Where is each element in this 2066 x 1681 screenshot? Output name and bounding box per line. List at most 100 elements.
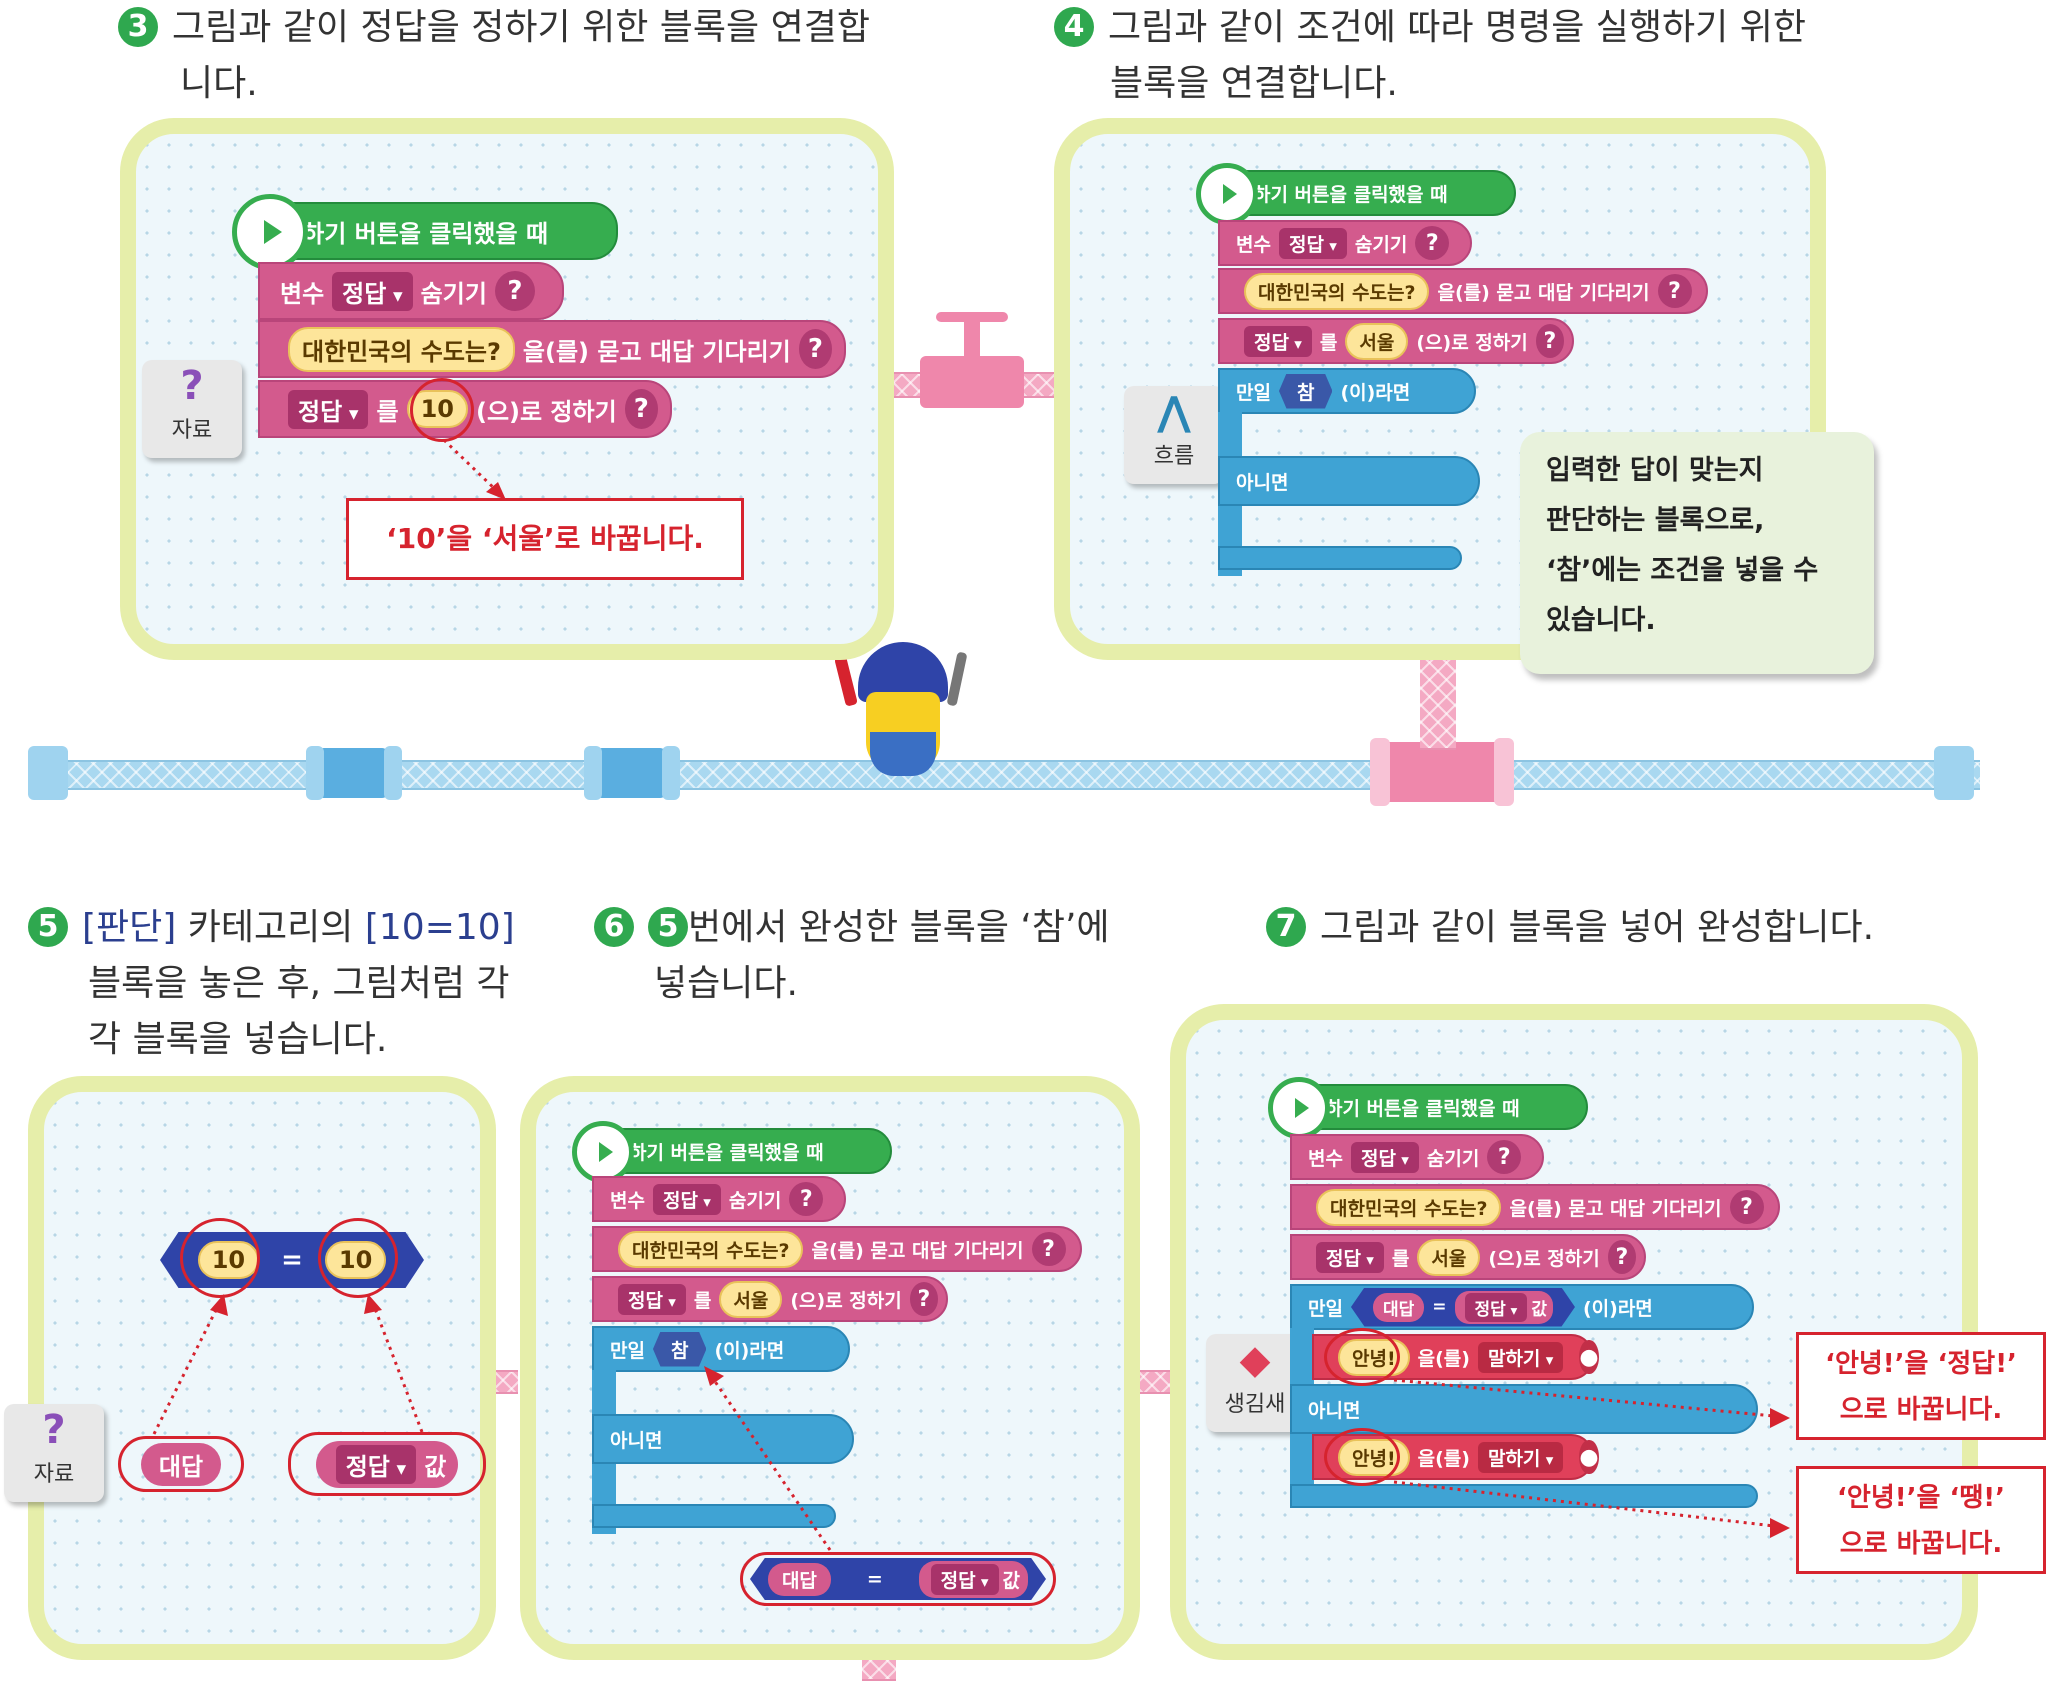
- help-icon[interactable]: ?: [494, 271, 535, 311]
- highlight-circle: [410, 378, 474, 442]
- pipe-vertical: [1420, 650, 1456, 750]
- category-data-button[interactable]: ? 자료: [4, 1404, 104, 1502]
- pipe-joint: [596, 748, 666, 798]
- variable-dropdown[interactable]: 정답: [618, 1283, 686, 1315]
- pipe-ring: [662, 746, 680, 800]
- start-block[interactable]: 시작하기 버튼을 클릭했을 때: [1268, 1077, 1588, 1139]
- pointer-arrow: [442, 438, 506, 500]
- set-variable-block[interactable]: 정답 를 서울 (으)로 정하기 ?: [1290, 1234, 1646, 1280]
- value-input[interactable]: 서울: [719, 1280, 783, 1318]
- variable-dropdown[interactable]: 정답: [332, 271, 413, 311]
- say-dropdown[interactable]: 말하기: [1477, 1441, 1564, 1473]
- mascot-plumber: [834, 636, 968, 782]
- panel-step-5: [28, 1076, 496, 1660]
- variable-value-block[interactable]: 정답값: [1454, 1290, 1553, 1324]
- variable-dropdown[interactable]: 정답: [1244, 325, 1312, 357]
- category-looks-button[interactable]: ◆ 생김새: [1206, 1334, 1304, 1432]
- variable-dropdown[interactable]: 정답: [335, 1444, 417, 1484]
- variable-dropdown[interactable]: 정답: [1278, 227, 1347, 259]
- help-icon[interactable]: ?: [1535, 324, 1564, 358]
- instruction-note: ‘안녕!’을 ‘정답!’ 으로 바꿉니다.: [1796, 1332, 2046, 1440]
- step-number: 3: [118, 7, 158, 47]
- help-icon[interactable]: ?: [1415, 226, 1450, 260]
- variable-dropdown[interactable]: 정답: [1464, 1292, 1528, 1322]
- answer-block[interactable]: 대답: [118, 1436, 244, 1492]
- help-icon[interactable]: ?: [1487, 1140, 1522, 1174]
- looks-icon: ●: [1579, 1340, 1599, 1374]
- if-block-end: [1218, 546, 1462, 570]
- help-icon[interactable]: ?: [624, 389, 658, 429]
- pointer-arrow: [704, 1366, 832, 1551]
- condition-slot[interactable]: 참: [1278, 373, 1333, 409]
- pipe-ring: [384, 746, 402, 800]
- condition-slot[interactable]: 참: [652, 1331, 707, 1367]
- if-block[interactable]: 만일 대답 = 정답값 (이)라면: [1290, 1284, 1754, 1330]
- variable-dropdown[interactable]: 정답: [652, 1183, 721, 1215]
- step-number: 5: [28, 907, 68, 947]
- value-input[interactable]: 서울: [1345, 322, 1409, 360]
- help-icon[interactable]: ?: [789, 1182, 824, 1216]
- instruction-note: ‘10’을 ‘서울’로 바꿉니다.: [346, 498, 744, 580]
- compare-block[interactable]: 대답 = 정답값: [740, 1552, 1056, 1606]
- play-icon: [1196, 163, 1258, 225]
- value-input[interactable]: 서울: [1417, 1238, 1481, 1276]
- answer-block[interactable]: 대답: [767, 1562, 831, 1596]
- if-block-end: [592, 1504, 836, 1528]
- category-flow-button[interactable]: ⋀ 흐름: [1124, 386, 1224, 484]
- variable-dropdown[interactable]: 정답: [1350, 1141, 1419, 1173]
- shapes-icon: ◆: [1239, 1337, 1271, 1383]
- ask-block[interactable]: 대한민국의 수도는? 을(를) 묻고 대답 기다리기 ?: [592, 1226, 1082, 1272]
- pipe-ring: [1370, 738, 1390, 806]
- highlight-circle: [1324, 1328, 1400, 1386]
- pipe-end: [1934, 746, 1974, 800]
- set-variable-block[interactable]: 정답 를 서울 (으)로 정하기 ?: [1218, 318, 1574, 364]
- step-number: 7: [1266, 907, 1306, 947]
- variable-dropdown[interactable]: 정답: [1316, 1241, 1384, 1273]
- help-icon[interactable]: ?: [1031, 1232, 1066, 1266]
- help-icon[interactable]: ?: [798, 329, 832, 369]
- valve-stem: [964, 318, 980, 358]
- step-number: 6: [594, 907, 634, 947]
- set-variable-block[interactable]: 정답 를 서울 (으)로 정하기 ?: [592, 1276, 948, 1322]
- question-input[interactable]: 대한민국의 수도는?: [288, 326, 515, 372]
- highlight-circle: [318, 1218, 398, 1298]
- play-icon: [1268, 1077, 1330, 1139]
- help-icon[interactable]: ?: [909, 1282, 938, 1316]
- question-input[interactable]: 대한민국의 수도는?: [1244, 272, 1430, 310]
- answer-block[interactable]: 대답: [1372, 1292, 1425, 1322]
- if-block[interactable]: 만일 참 (이)라면: [592, 1326, 850, 1372]
- say-dropdown[interactable]: 말하기: [1477, 1341, 1564, 1373]
- hide-variable-block[interactable]: 변수 정답 숨기기 ?: [258, 262, 564, 320]
- if-block[interactable]: 만일 참 (이)라면: [1218, 368, 1476, 414]
- pipe-connector: [1132, 1370, 1172, 1394]
- help-icon[interactable]: ?: [1729, 1190, 1764, 1224]
- hide-variable-block[interactable]: 변수 정답 숨기기 ?: [1290, 1134, 1544, 1180]
- condition-compare[interactable]: 대답 = 정답값: [1350, 1287, 1575, 1327]
- start-block[interactable]: 시작하기 버튼을 클릭했을 때: [232, 194, 618, 270]
- variable-dropdown[interactable]: 정답: [930, 1563, 999, 1595]
- help-icon[interactable]: ?: [1657, 274, 1692, 308]
- question-input[interactable]: 대한민국의 수도는?: [618, 1230, 804, 1268]
- pipe-ring: [306, 746, 324, 800]
- hide-variable-block[interactable]: 변수 정답 숨기기 ?: [1218, 220, 1472, 266]
- variable-dropdown[interactable]: 정답: [288, 389, 369, 429]
- start-block[interactable]: 시작하기 버튼을 클릭했을 때: [572, 1121, 892, 1183]
- ask-block[interactable]: 대한민국의 수도는? 을(를) 묻고 대답 기다리기 ?: [1290, 1184, 1780, 1230]
- variable-value-block[interactable]: 정답값: [918, 1560, 1029, 1598]
- help-icon[interactable]: ?: [1607, 1240, 1636, 1274]
- question-input[interactable]: 대한민국의 수도는?: [1316, 1188, 1502, 1226]
- ask-block[interactable]: 대한민국의 수도는? 을(를) 묻고 대답 기다리기 ?: [1218, 268, 1708, 314]
- step-number: 4: [1054, 7, 1094, 47]
- looks-icon: ●: [1579, 1440, 1599, 1474]
- instruction-note: ‘안녕!’을 ‘땡!’ 으로 바꿉니다.: [1796, 1466, 2046, 1574]
- variable-value-block[interactable]: 정답값: [288, 1432, 486, 1496]
- else-block[interactable]: 아니면: [592, 1414, 854, 1464]
- play-icon: [232, 194, 308, 270]
- else-block[interactable]: 아니면: [1218, 456, 1480, 506]
- hide-variable-block[interactable]: 변수 정답 숨기기 ?: [592, 1176, 846, 1222]
- branch-icon: ⋀: [1157, 389, 1191, 435]
- category-data-button[interactable]: ? 자료: [142, 360, 242, 458]
- start-block[interactable]: 시작하기 버튼을 클릭했을 때: [1196, 163, 1516, 225]
- ask-block[interactable]: 대한민국의 수도는? 을(를) 묻고 대답 기다리기 ?: [258, 320, 846, 378]
